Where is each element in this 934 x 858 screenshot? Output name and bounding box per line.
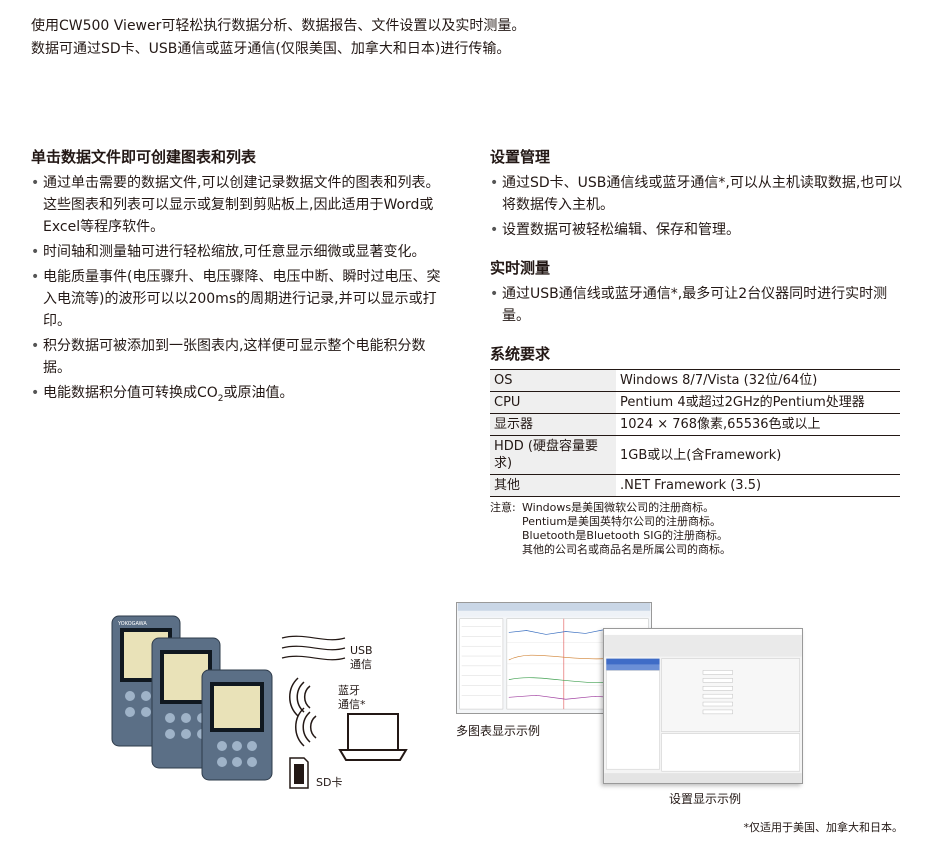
bluetooth-label-2: 通信* [338, 698, 366, 711]
table-value: Pentium 4或超过2GHz的Pentium处理器 [616, 391, 900, 414]
table-row: CPU Pentium 4或超过2GHz的Pentium处理器 [490, 391, 900, 414]
table-key: 显示器 [490, 413, 616, 436]
intro-line-1: 使用CW500 Viewer可轻松执行数据分析、数据报告、文件设置以及实时测量。 [31, 18, 526, 34]
graph-list-heading: 单击数据文件即可创建图表和列表 [31, 148, 257, 166]
bullet-text-post: 或原油值。 [223, 385, 294, 401]
laptop-icon [338, 713, 408, 761]
footnote: *仅适用于美国、加拿大和日本。 [743, 821, 904, 834]
wireless-icon [289, 677, 317, 747]
table-key: OS [490, 369, 616, 392]
settings-section: 设置管理 通过SD卡、USB通信线或蓝牙通信*,可以从主机读取数据,也可以将数据… [490, 146, 903, 241]
graph-list-bullets: 通过单击需要的数据文件,可以创建记录数据文件的图表和列表。这些图表和列表可以显示… [31, 172, 451, 410]
bullet-item: 设置数据可被轻松编辑、保存和管理。 [490, 219, 903, 241]
settings-screenshot [603, 628, 803, 784]
co2-subscript: 2 [217, 393, 224, 404]
connection-illustration: YOKOGAWA USB 通信 蓝牙 通信* SD卡 [111, 615, 408, 789]
table-value: .NET Framework (3.5) [616, 474, 900, 497]
bullet-item: 通过SD卡、USB通信线或蓝牙通信*,可以从主机读取数据,也可以将数据传入主机。 [490, 172, 903, 216]
table-key: 其他 [490, 474, 616, 497]
table-key: CPU [490, 391, 616, 414]
right-column: 设置管理 通过SD卡、USB通信线或蓝牙通信*,可以从主机读取数据,也可以将数据… [490, 146, 903, 557]
bluetooth-label: 蓝牙 [338, 684, 360, 697]
bullet-item: 积分数据可被添加到一张图表内,这样便可显示整个电能积分数据。 [31, 335, 451, 379]
sysreq-heading: 系统要求 [490, 345, 551, 363]
note-line: Windows是美国微软公司的注册商标。 [522, 501, 715, 514]
table-value: 1GB或以上(含Framework) [616, 435, 900, 475]
device-brand-text: YOKOGAWA [117, 621, 147, 627]
notes-lines: Windows是美国微软公司的注册商标。 Pentium是美国英特尔公司的注册商… [522, 501, 731, 557]
table-row: HDD (硬盘容量要求) 1GB或以上(含Framework) [490, 435, 900, 475]
usb-cable-icon [281, 635, 346, 661]
usb-label: USB [350, 644, 373, 657]
notes-label: 注意: [490, 501, 516, 514]
intro-line-2: 数据可通过SD卡、USB通信或蓝牙通信(仅限美国、加拿大和日本)进行传输。 [31, 41, 511, 57]
table-row: 显示器 1024 × 768像素,65536色或以上 [490, 413, 900, 436]
settings-heading: 设置管理 [490, 148, 551, 166]
realtime-section: 实时测量 通过USB通信线或蓝牙通信*,最多可让2台仪器同时进行实时测量。 [490, 257, 903, 327]
sd-card-label: SD卡 [316, 776, 342, 789]
left-column: 单击数据文件即可创建图表和列表 通过单击需要的数据文件,可以创建记录数据文件的图… [31, 146, 451, 413]
bullet-item: 电能质量事件(电压骤升、电压骤降、电压中断、瞬时过电压、突入电流等)的波形可以以… [31, 266, 451, 332]
note-line: Pentium是美国英特尔公司的注册商标。 [522, 515, 722, 528]
realtime-heading: 实时测量 [490, 259, 551, 277]
intro-text: 使用CW500 Viewer可轻松执行数据分析、数据报告、文件设置以及实时测量。… [31, 15, 525, 61]
sysreq-table: OS Windows 8/7/Vista (32位/64位) CPU Penti… [490, 369, 900, 497]
table-value: 1024 × 768像素,65536色或以上 [616, 413, 900, 436]
usb-label-2: 通信 [350, 658, 372, 671]
table-value: Windows 8/7/Vista (32位/64位) [616, 369, 900, 392]
sd-card-icon [289, 757, 309, 789]
device-image [201, 669, 273, 781]
sysreq-section: 系统要求 OS Windows 8/7/Vista (32位/64位) CPU … [490, 343, 903, 557]
table-key: HDD (硬盘容量要求) [490, 435, 616, 475]
table-row: OS Windows 8/7/Vista (32位/64位) [490, 369, 900, 392]
bullet-item: 通过USB通信线或蓝牙通信*,最多可让2台仪器同时进行实时测量。 [490, 283, 903, 327]
table-row: 其他 .NET Framework (3.5) [490, 474, 900, 497]
settings-caption: 设置显示示例 [669, 792, 742, 806]
trademark-notes: 注意: Windows是美国微软公司的注册商标。 Pentium是美国英特尔公司… [490, 501, 903, 557]
bullet-item: 电能数据积分值可转换成CO2或原油值。 [31, 382, 451, 410]
bullet-item: 通过单击需要的数据文件,可以创建记录数据文件的图表和列表。这些图表和列表可以显示… [31, 172, 451, 238]
settings-bullets: 通过SD卡、USB通信线或蓝牙通信*,可以从主机读取数据,也可以将数据传入主机。… [490, 172, 903, 241]
realtime-bullets: 通过USB通信线或蓝牙通信*,最多可让2台仪器同时进行实时测量。 [490, 283, 903, 327]
bullet-text-pre: 电能数据积分值可转换成CO [43, 385, 218, 401]
note-line: 其他的公司名或商品名是所属公司的商标。 [522, 543, 731, 556]
multi-graph-caption: 多图表显示示例 [456, 724, 541, 738]
note-line: Bluetooth是Bluetooth SIG的注册商标。 [522, 529, 729, 542]
bullet-item: 时间轴和测量轴可进行轻松缩放,可任意显示细微或显著变化。 [31, 241, 451, 263]
